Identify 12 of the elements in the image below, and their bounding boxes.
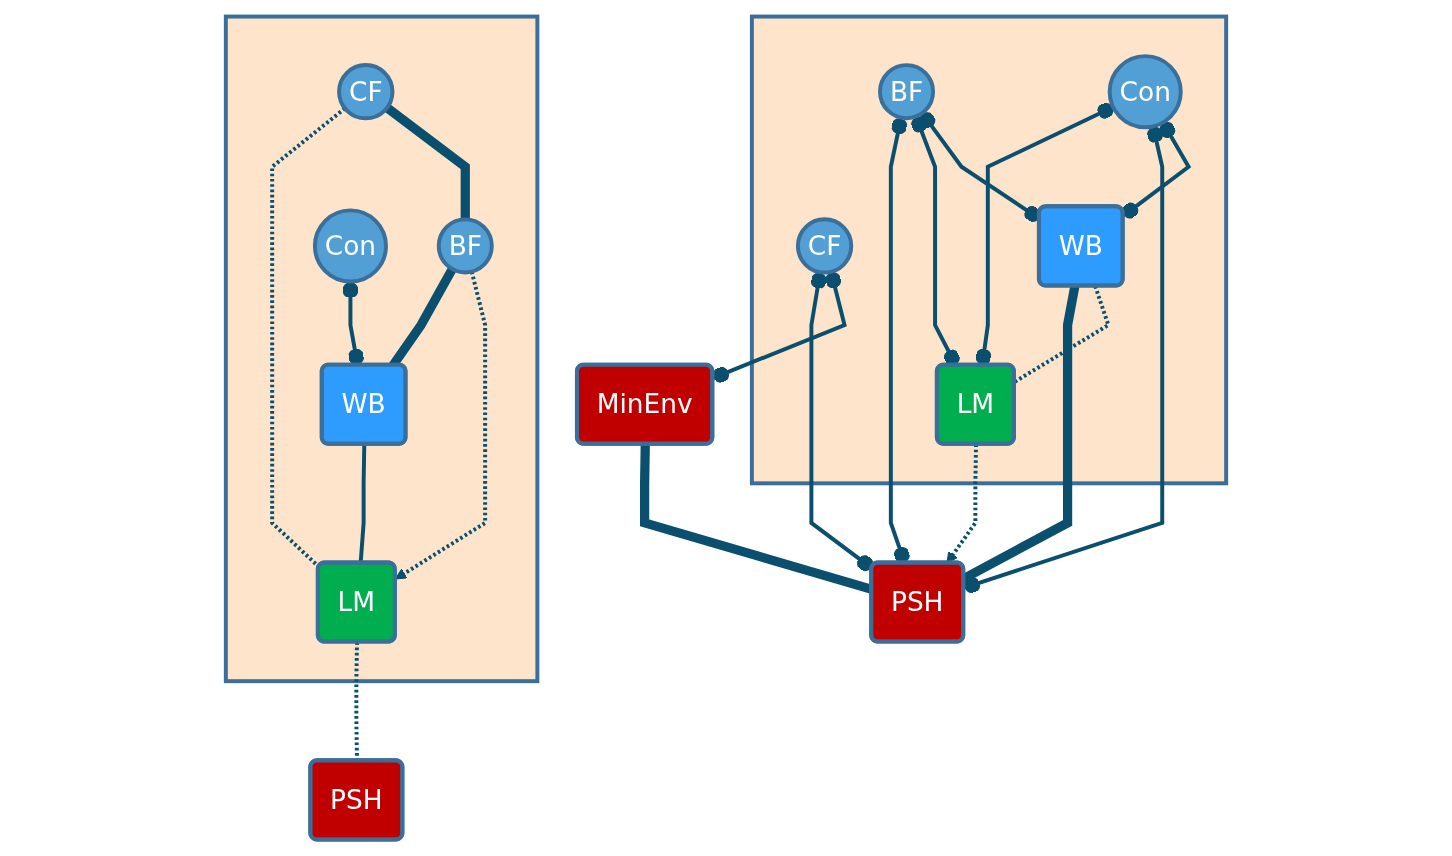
node-circle: CF bbox=[795, 217, 854, 275]
connector bbox=[1122, 121, 1192, 219]
node-circle: Con bbox=[1107, 54, 1183, 130]
cluster bbox=[749, 14, 1229, 486]
connector bbox=[809, 271, 874, 572]
cluster bbox=[223, 14, 540, 684]
node-circle: Con bbox=[312, 208, 388, 284]
node-circle: BF bbox=[436, 217, 494, 275]
node-circle: CF bbox=[337, 63, 395, 121]
arrow bbox=[395, 271, 488, 580]
node-circle: BF bbox=[878, 63, 936, 121]
connector bbox=[384, 104, 470, 220]
